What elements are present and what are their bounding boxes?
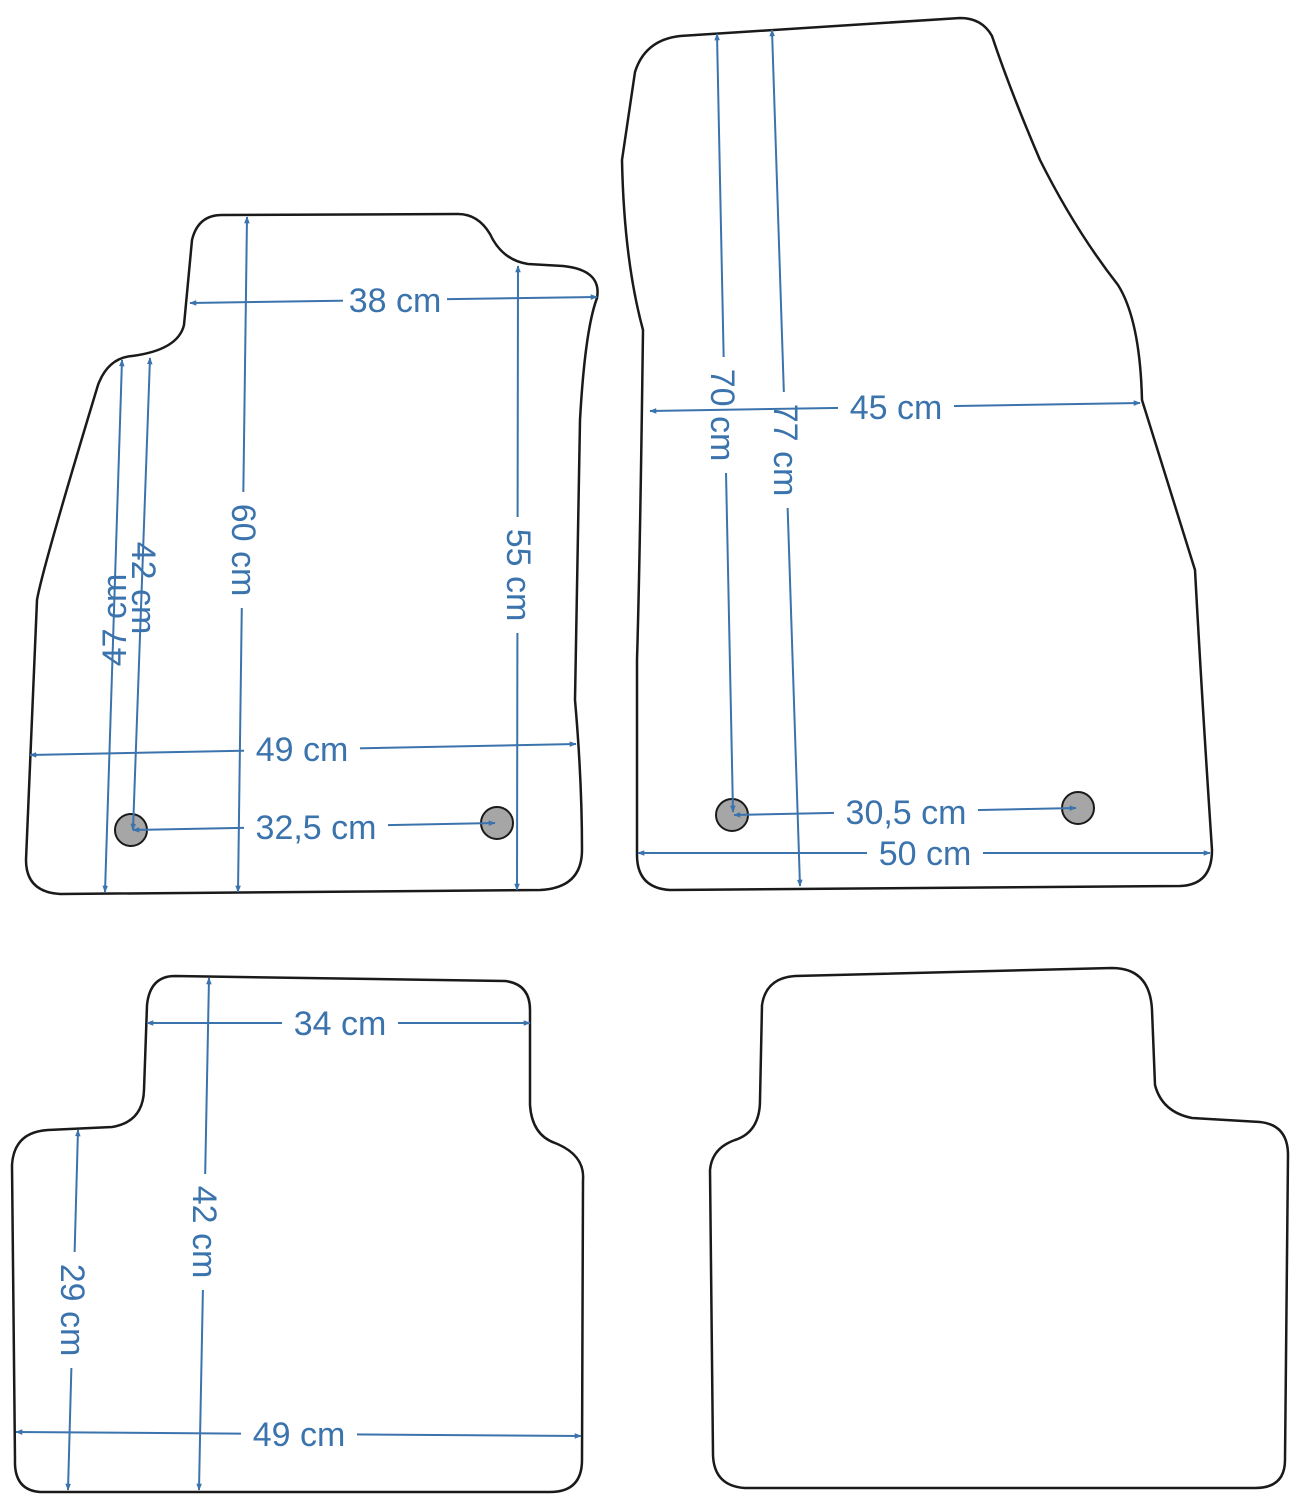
dim-label-45cm: 45 cm <box>838 388 954 428</box>
svg-text:29 cm: 29 cm <box>53 1264 91 1357</box>
dim-label-77cm: 77 cm <box>765 392 805 508</box>
dim-line-47cm <box>102 359 125 893</box>
svg-text:55 cm: 55 cm <box>499 529 537 622</box>
front-left-mat: 38 cm 60 cm 55 cm 47 cm 42 cm 49 cm <box>24 212 599 896</box>
svg-text:49 cm: 49 cm <box>253 1416 346 1454</box>
svg-text:49 cm: 49 cm <box>256 731 349 769</box>
dim-label-60cm: 60 cm <box>223 492 263 608</box>
svg-text:45 cm: 45 cm <box>850 389 943 427</box>
front-right-mat: 70 cm 77 cm 45 cm 30,5 cm 50 cm <box>620 16 1214 892</box>
rear-left-mat: 34 cm 42 cm 29 cm 49 cm <box>10 974 585 1494</box>
svg-text:50 cm: 50 cm <box>879 835 972 873</box>
rear-right-mat-outline <box>708 966 1290 1490</box>
svg-text:70 cm: 70 cm <box>703 369 741 462</box>
front-left-mat-outline <box>24 212 599 896</box>
svg-text:38 cm: 38 cm <box>349 282 442 320</box>
dim-label-47cm: 47 cm <box>96 574 134 667</box>
dim-label-30-5cm: 30,5 cm <box>834 793 978 833</box>
dim-label-38cm: 38 cm <box>343 281 447 321</box>
svg-text:42 cm: 42 cm <box>185 1186 223 1279</box>
dim-label-42cm-rear: 42 cm <box>184 1174 224 1290</box>
dim-label-34cm: 34 cm <box>282 1004 398 1044</box>
dim-label-32-5cm: 32,5 cm <box>244 808 388 848</box>
svg-text:34 cm: 34 cm <box>294 1005 387 1043</box>
dim-label-49cm-front: 49 cm <box>244 730 360 770</box>
dim-label-70cm: 70 cm <box>702 357 742 473</box>
rear-left-mat-outline <box>10 974 585 1494</box>
svg-text:47 cm: 47 cm <box>96 574 134 667</box>
svg-text:42 cm: 42 cm <box>124 542 162 635</box>
svg-text:77 cm: 77 cm <box>766 404 804 497</box>
dim-label-29cm: 29 cm <box>52 1252 92 1368</box>
dim-label-50cm: 50 cm <box>867 834 983 874</box>
rear-right-mat <box>708 966 1290 1490</box>
dim-label-42cm-front: 42 cm <box>124 542 162 635</box>
svg-text:32,5 cm: 32,5 cm <box>256 809 377 847</box>
dim-label-49cm-rear: 49 cm <box>241 1415 357 1455</box>
svg-text:60 cm: 60 cm <box>224 504 262 597</box>
dim-label-55cm: 55 cm <box>498 517 538 633</box>
svg-text:30,5 cm: 30,5 cm <box>846 794 967 832</box>
